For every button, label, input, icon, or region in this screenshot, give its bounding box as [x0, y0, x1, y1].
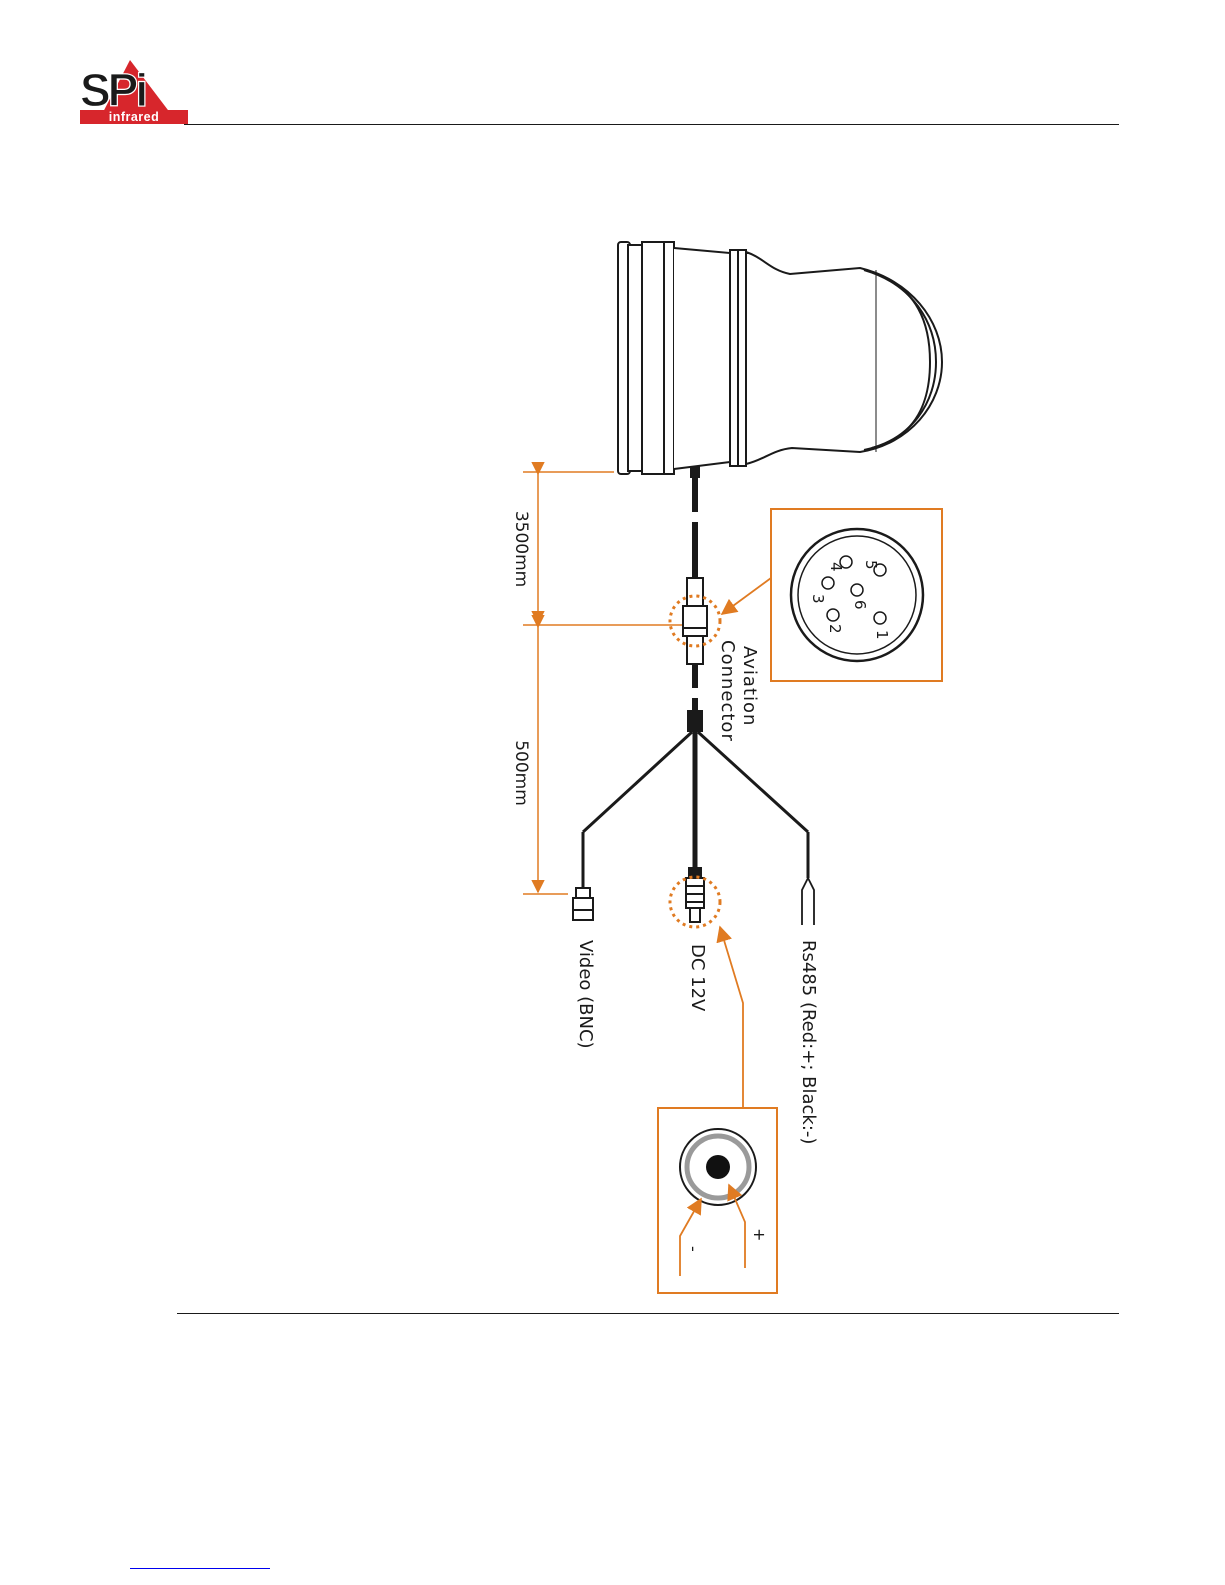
polarity-plus-label: + — [750, 1228, 769, 1241]
pin-3-label: 3 — [809, 594, 827, 604]
dimension-lines — [523, 472, 682, 894]
dc-polarity-inset: - + — [658, 1108, 777, 1293]
pin-4-label: 4 — [827, 562, 845, 572]
polarity-minus-label: - — [684, 1246, 703, 1252]
dimension-lower-label: 500mm — [511, 740, 531, 806]
pin-2-label: 2 — [826, 624, 844, 634]
pin-6-label: 6 — [851, 600, 869, 610]
cable-splitter — [583, 710, 808, 890]
camera-housing — [618, 242, 942, 474]
power-output-label: DC 12V — [687, 944, 708, 1012]
video-output-label: Video (BNC) — [575, 940, 596, 1049]
pinout-inset: 1 2 3 4 5 6 — [771, 509, 942, 681]
bnc-connector — [573, 888, 593, 920]
rs485-output-label: Rs485 (Red:+; Black:-) — [798, 940, 819, 1144]
footer-rule — [177, 1313, 1119, 1314]
dc-plug — [686, 868, 704, 922]
connector-label-line2: Connector — [717, 640, 738, 742]
aviation-connector-body — [683, 578, 707, 664]
footer-link-underline[interactable] — [130, 1568, 270, 1569]
dc-callout-arrow — [720, 927, 743, 1108]
connector-callout-arrow — [722, 578, 771, 614]
rs485-wires — [802, 878, 814, 925]
pin-5-label: 5 — [862, 560, 880, 570]
dimension-upper-label: 3500mm — [511, 511, 531, 587]
connector-label-line1: Aviation — [739, 646, 760, 726]
pin-1-label: 1 — [873, 630, 891, 640]
